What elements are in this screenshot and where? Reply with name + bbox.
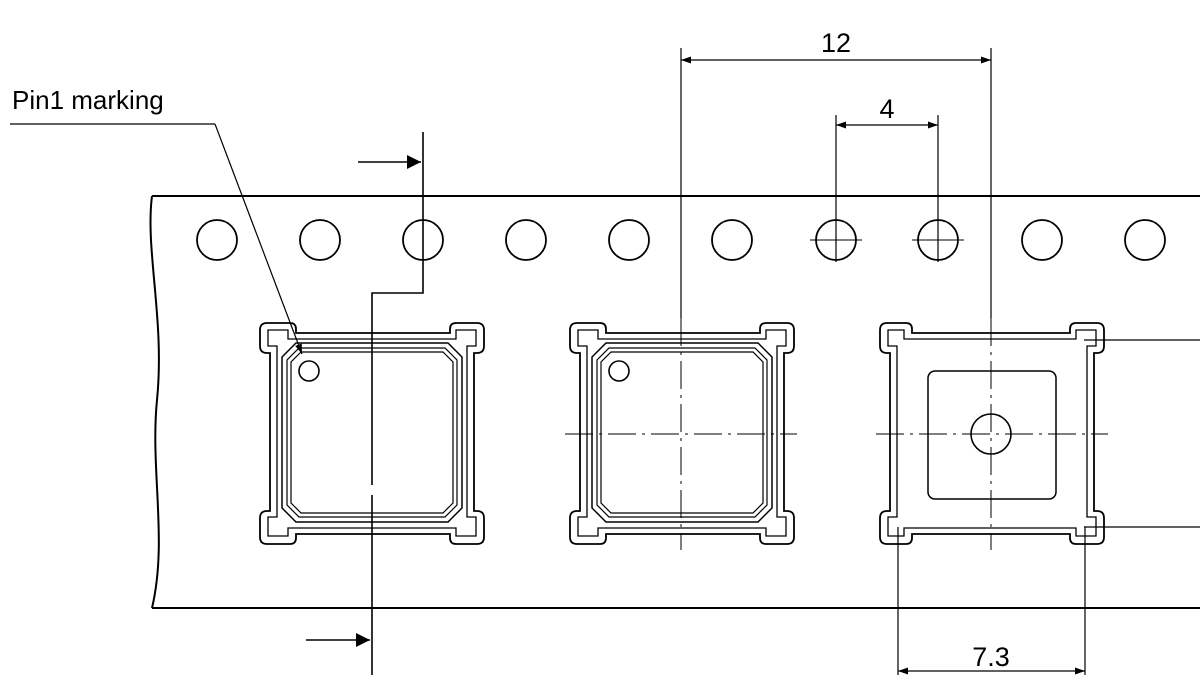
section-line [371, 132, 424, 675]
dimension-label-12: 12 [821, 28, 851, 58]
component-body [281, 342, 463, 523]
carrier-tape [149, 195, 1200, 609]
sprocket-hole [608, 219, 650, 261]
sprocket-hole [1124, 219, 1166, 261]
sprocket-hole [505, 219, 547, 261]
sprocket-hole [196, 219, 238, 261]
dimension-label-7-3: 7.3 [972, 642, 1010, 672]
pocket-with-component-1 [259, 322, 485, 545]
dimension-pocket-pitch [680, 48, 992, 318]
pin1-callout-leader [10, 123, 303, 355]
dimension-label-4: 4 [879, 94, 894, 124]
dimension-sprocket-pitch [835, 115, 939, 262]
pin1-marking-dot [298, 360, 320, 382]
empty-pocket [879, 322, 1105, 545]
center-lines [565, 318, 1108, 550]
pocket-recess [927, 370, 1057, 500]
pin1-marking-dot [608, 360, 630, 382]
pin1-marking-label: Pin1 marking [12, 85, 164, 115]
sprocket-hole [711, 219, 753, 261]
sprocket-hole [299, 219, 341, 261]
tape-break-edge [149, 195, 160, 609]
pocket-height-extension-lines [1084, 339, 1200, 528]
sprocket-hole [1021, 219, 1063, 261]
component-body [591, 342, 773, 523]
dimension-pocket-width [897, 527, 1086, 675]
section-arrows [306, 155, 421, 647]
pocket-with-component-2 [569, 322, 795, 545]
